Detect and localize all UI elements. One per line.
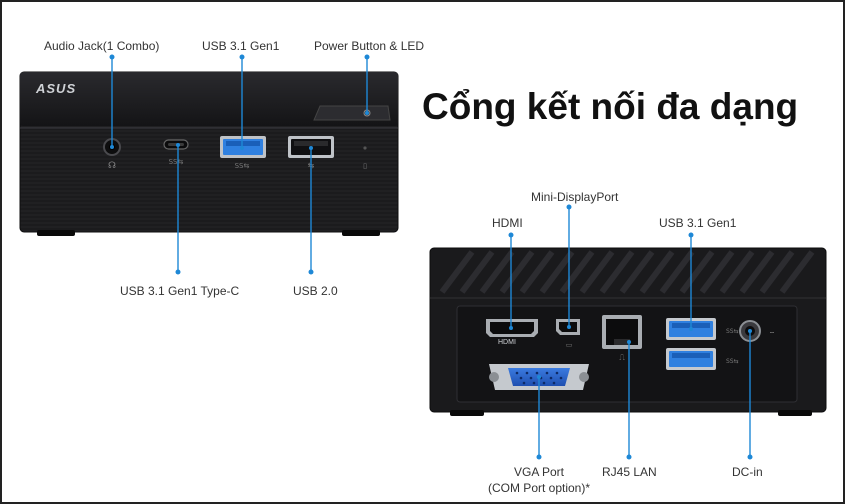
label-mini-displayport: Mini-DisplayPort: [531, 190, 619, 204]
label-usb-c: USB 3.1 Gen1 Type-C: [120, 284, 240, 298]
label-dc-in: DC-in: [732, 465, 763, 479]
label-power-button: Power Button & LED: [314, 39, 425, 53]
callout-lines: [109, 54, 753, 460]
ss-usb-icon: SS⇆: [726, 358, 739, 365]
drive-icon: ▯: [363, 162, 367, 170]
label-audio-jack: Audio Jack(1 Combo): [44, 39, 160, 53]
ss-usb-icon: SS⇆: [169, 158, 184, 166]
label-hdmi: HDMI: [492, 216, 523, 230]
led-indicator: [363, 146, 367, 150]
label-usb20: USB 2.0: [293, 284, 338, 298]
asus-logo: ASUS: [36, 81, 77, 96]
hdmi-marking: HDMI: [498, 339, 516, 346]
label-rj45-lan: RJ45 LAN: [602, 465, 657, 479]
label-vga-port: VGA Port: [513, 465, 565, 479]
display-icon: ▭: [566, 341, 573, 349]
headset-icon: ☊: [108, 161, 116, 171]
label-com-port-option: (COM Port option)*: [487, 481, 591, 495]
network-icon: ⎍: [619, 353, 625, 362]
front-unit: ☊ SS⇆ SS⇆ ⇆ ▯: [19, 71, 399, 236]
rear-unit: ▭ ⎍ SS⇆ SS⇆ ⎓: [429, 247, 827, 416]
power-spec-icon: ⎓: [770, 330, 774, 336]
label-usb31-front: USB 3.1 Gen1: [202, 39, 280, 53]
label-usb31-rear: USB 3.1 Gen1: [659, 216, 737, 230]
vent-grille: [439, 250, 815, 294]
page-title: Cổng kết nối đa dạng: [422, 86, 799, 127]
ss-usb-icon: SS⇆: [235, 162, 250, 170]
ss-usb-icon: SS⇆: [726, 328, 739, 335]
